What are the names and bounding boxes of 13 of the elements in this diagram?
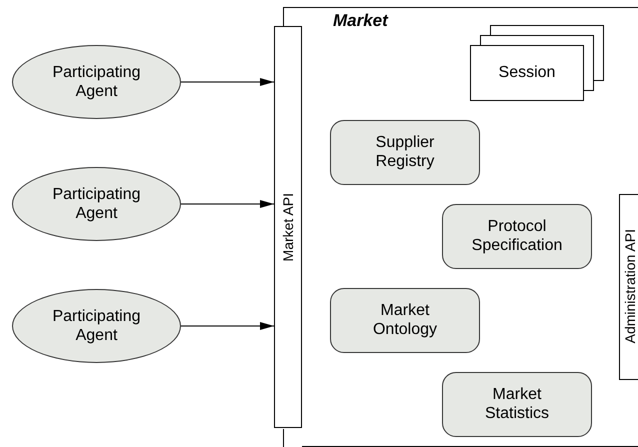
rounded-box: Market Ontology	[330, 288, 480, 352]
arrow	[180, 78, 274, 86]
frame-title: Market	[333, 11, 388, 31]
arrow	[180, 322, 274, 330]
api-bar: Administration API	[619, 194, 638, 380]
rounded-box: Supplier Registry	[330, 120, 480, 184]
arrow	[180, 200, 274, 208]
rounded-box: Protocol Specification	[442, 204, 592, 268]
agent-ellipse: Participating Agent	[12, 289, 181, 363]
agent-ellipse: Participating Agent	[12, 167, 181, 241]
api-bar: Market API	[274, 26, 302, 428]
rounded-box: Market Statistics	[442, 372, 592, 436]
agent-ellipse: Participating Agent	[12, 45, 181, 119]
